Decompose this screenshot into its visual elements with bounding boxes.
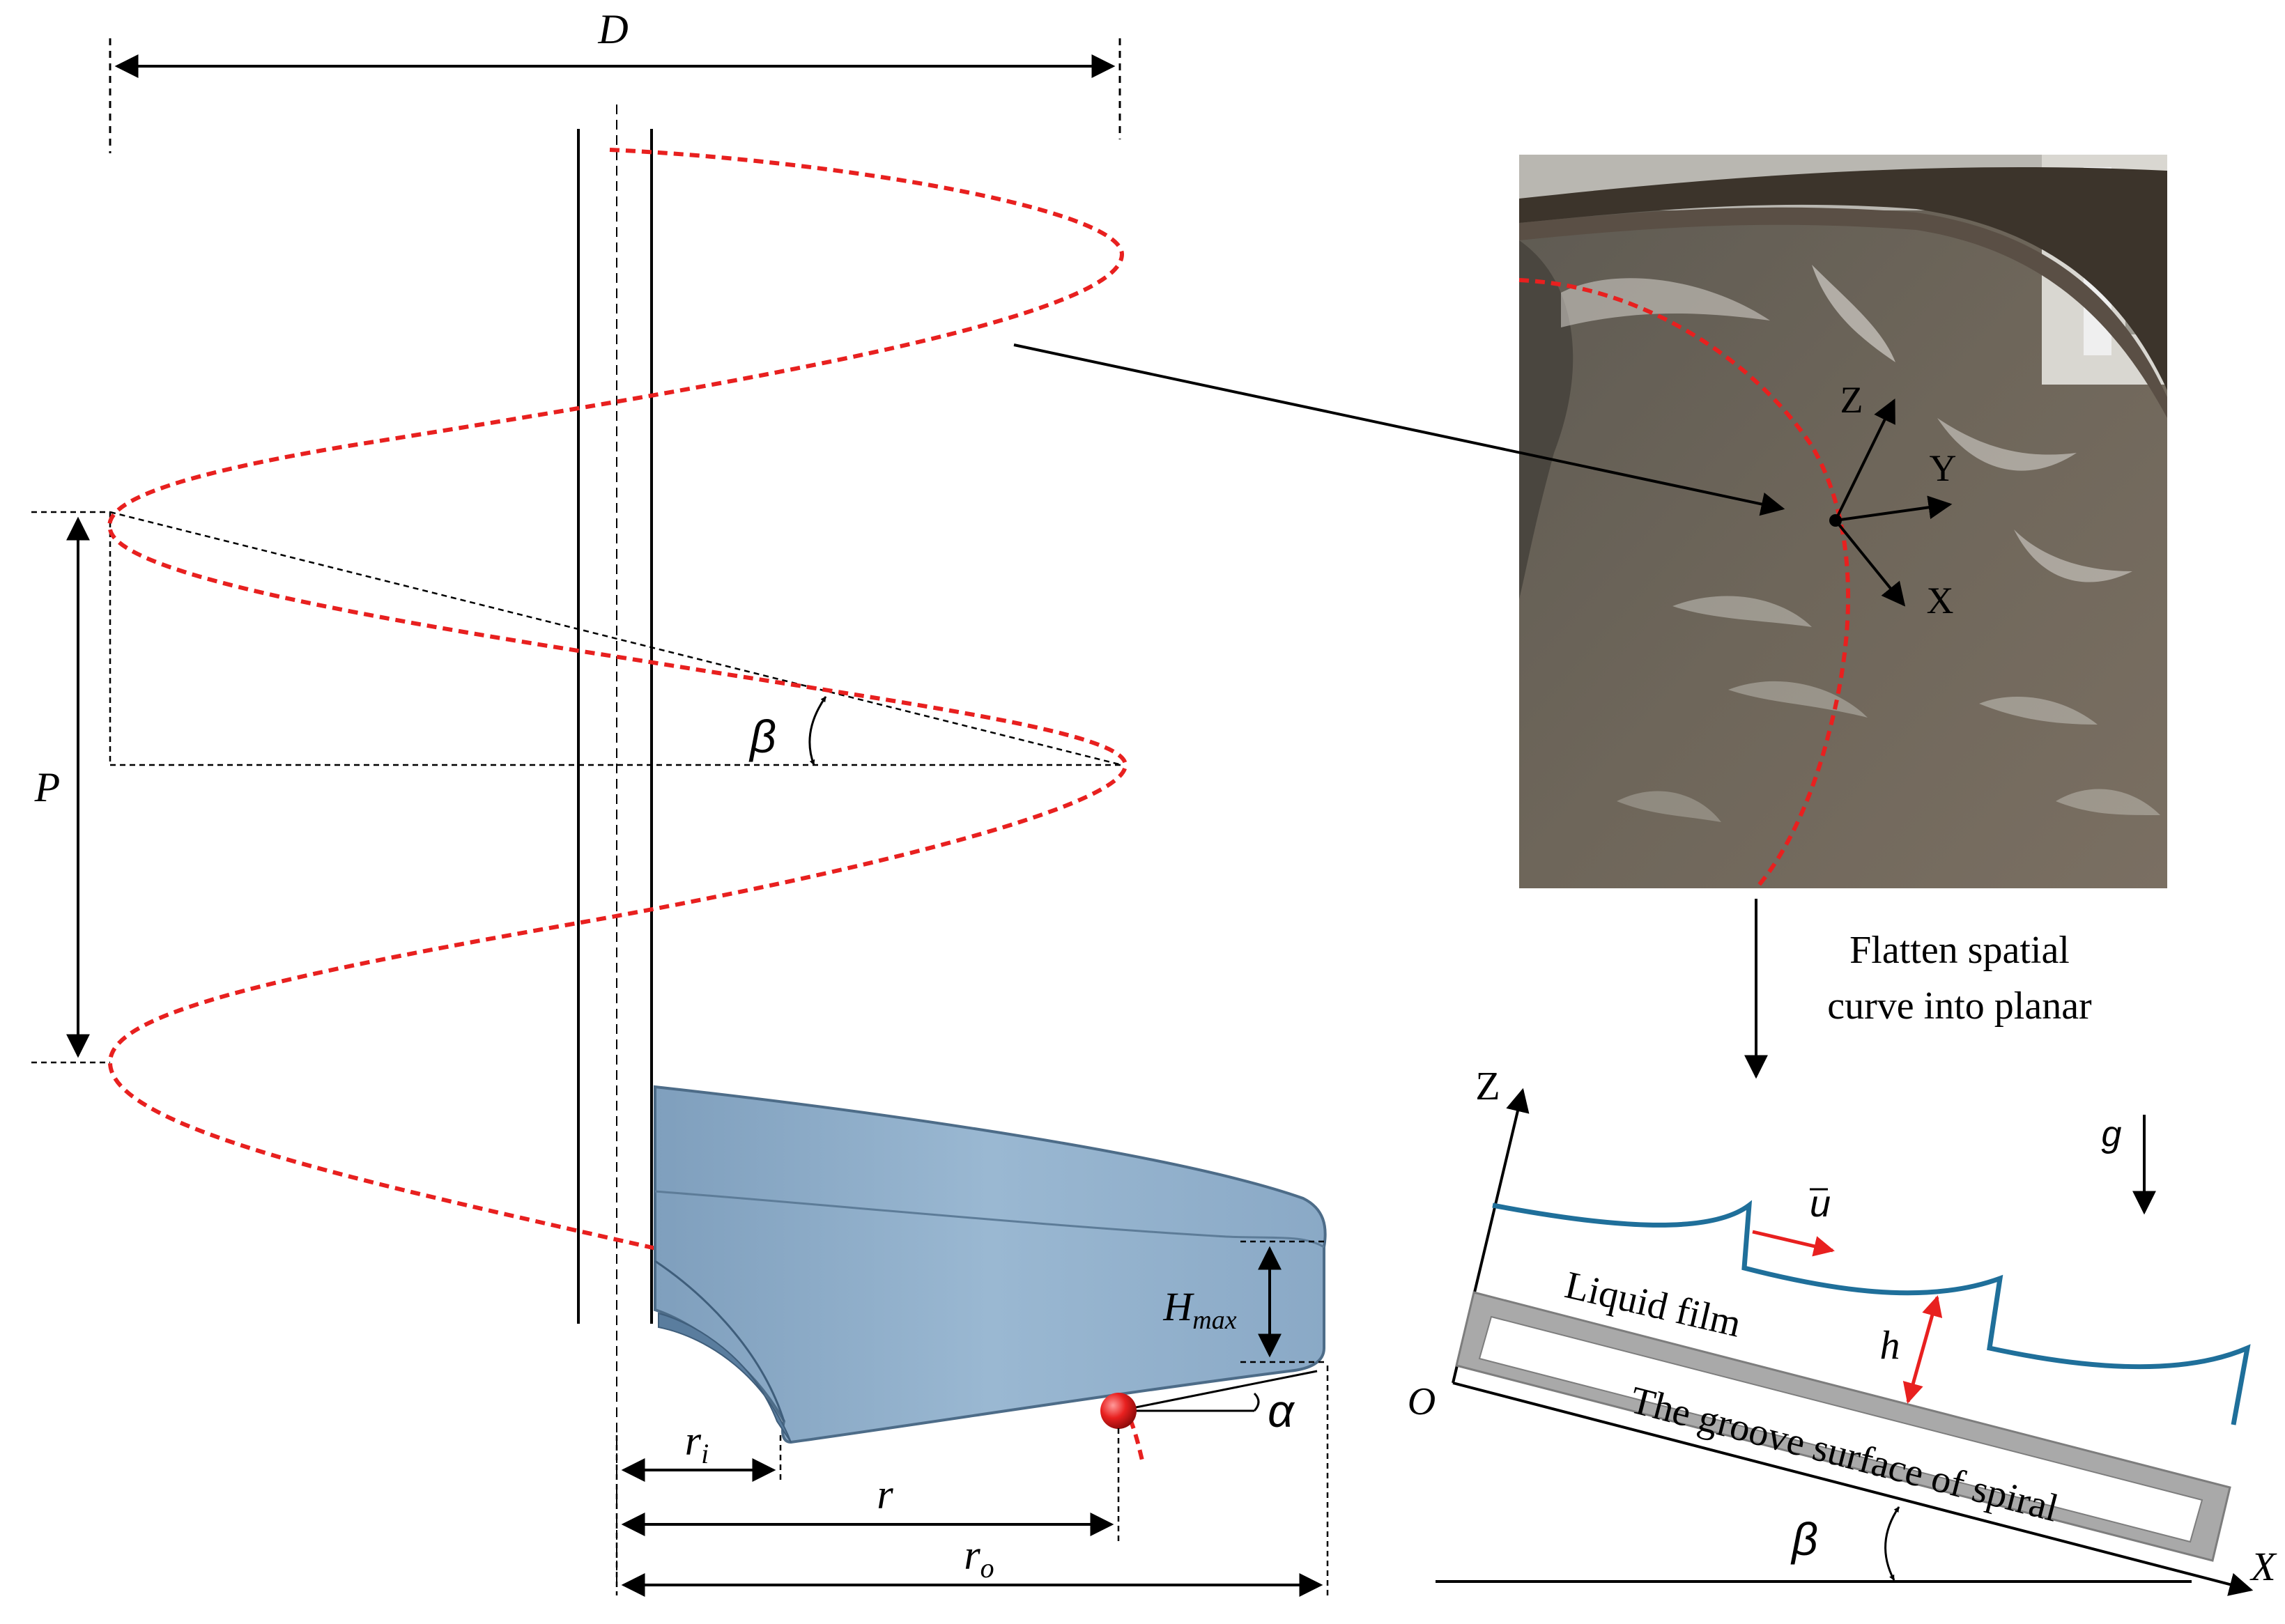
r-label: r: [877, 1471, 893, 1517]
particle-ball: [1100, 1393, 1137, 1429]
film-beta-arc: [1884, 1506, 1900, 1581]
flatten-text-line2: curve into planar: [1827, 984, 2092, 1028]
alpha-tangent: [1118, 1370, 1318, 1412]
alpha-label: α: [1268, 1385, 1295, 1437]
beta-hypotenuse: [109, 511, 1123, 766]
photo-panel: Z Y X: [1518, 155, 2167, 890]
helix-curve: [107, 148, 1145, 1464]
u-velocity-arrow: [1752, 1230, 1835, 1257]
photo-x-label: X: [1927, 580, 1954, 621]
beta-label: β: [748, 711, 776, 762]
beta-arc: [808, 696, 827, 766]
blade-surface: [654, 1085, 1327, 1444]
photo-axis-y: [1835, 495, 1953, 522]
groove-surface: [1455, 1291, 2231, 1562]
hmax-label: Hmax: [1162, 1284, 1236, 1335]
film-beta-label: β: [1790, 1513, 1818, 1565]
film-origin-label: O: [1408, 1380, 1436, 1423]
u-label: u: [1810, 1183, 1831, 1225]
ri-label: ri: [685, 1418, 709, 1469]
film-free-surface: [1492, 1200, 2251, 1425]
photo-axis-x: [1834, 519, 1906, 607]
p-label: P: [34, 764, 61, 810]
film-z-label: Z: [1475, 1063, 1500, 1108]
g-label: g: [2102, 1114, 2122, 1154]
film-x-label: X: [2249, 1544, 2277, 1589]
flatten-text-line1: Flatten spatial: [1849, 929, 2070, 972]
h-label: h: [1880, 1322, 1900, 1368]
film-axis-x: [1452, 1382, 2254, 1596]
photo-y-label: Y: [1930, 447, 1957, 489]
alpha-arc: [1253, 1392, 1260, 1412]
h-thickness-arrow: [1902, 1295, 1943, 1404]
d-label: D: [597, 6, 628, 52]
photo-z-label: Z: [1840, 379, 1863, 421]
connector-arrow: [1013, 343, 1785, 516]
photo-axis-z: [1834, 398, 1895, 521]
ro-label: ro: [964, 1532, 994, 1584]
